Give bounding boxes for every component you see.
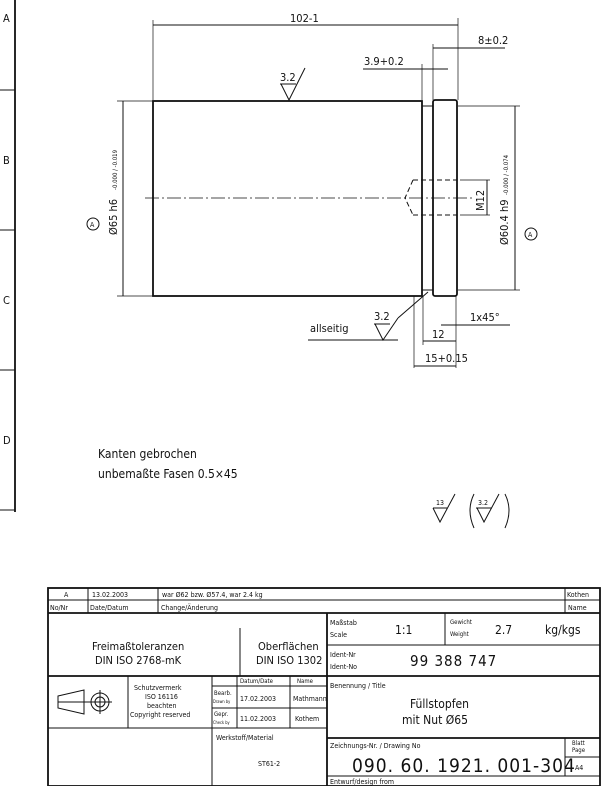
datum-left: A: [86, 217, 100, 231]
projection-symbol: [57, 689, 112, 715]
rev-no: A: [64, 591, 69, 599]
svg-text:Gewicht: Gewicht: [450, 619, 472, 626]
svg-text:Oberflächen: Oberflächen: [258, 640, 319, 653]
svg-text:3.2: 3.2: [478, 499, 488, 507]
general-roughness: 13 3.2: [432, 493, 510, 529]
svg-text:ISO 16116: ISO 16116: [145, 693, 178, 701]
design-from-label: Entwurf/design from: [330, 778, 394, 786]
svg-text:Benennung / Title: Benennung / Title: [330, 682, 386, 690]
svg-text:Werkstoff/Material: Werkstoff/Material: [216, 734, 274, 742]
rev-change: war Ø62 bzw. Ø57.4, war 2.4 kg: [162, 591, 263, 599]
roughness-symbol-top: 3.2: [280, 67, 306, 102]
svg-text:No/Nr: No/Nr: [50, 604, 68, 612]
svg-text:DIN ISO 2768-mK: DIN ISO 2768-mK: [95, 654, 182, 667]
svg-text:Maßstab: Maßstab: [330, 619, 357, 627]
dim-collar: 8±0.2: [478, 34, 508, 47]
svg-text:3.2: 3.2: [280, 71, 296, 84]
svg-text:Check by: Check by: [213, 720, 231, 725]
drawing-number: 090. 60. 1921. 001-304: [352, 755, 576, 777]
scale-value: 1:1: [395, 623, 412, 637]
svg-text:A: A: [90, 221, 95, 229]
dim-d65: Ø65 h6: [107, 199, 120, 235]
rev-name: Kothen: [567, 591, 589, 599]
title-line-1: Füllstopfen: [410, 697, 469, 711]
note-chamfers: unbemaßte Fasen 0.5×45: [98, 467, 238, 481]
svg-text:Scale: Scale: [330, 631, 347, 639]
rev-date: 13.02.2003: [92, 591, 128, 599]
svg-text:Drawn by: Drawn by: [213, 699, 231, 704]
thread-label: M12: [474, 190, 487, 211]
note-edges: Kanten gebrochen: [98, 447, 197, 461]
part-outline: [145, 99, 472, 297]
drawing-frame: A B C D: [0, 0, 16, 512]
dim-chamfer: 1x45°: [470, 311, 500, 324]
datum-right: A: [524, 227, 538, 241]
svg-text:kg/kgs: kg/kgs: [545, 623, 581, 637]
dim-d60-tolerance: -0.000 / -0.074: [503, 154, 510, 195]
checked-date: 11.02.2003: [240, 715, 276, 723]
svg-text:13: 13: [436, 499, 444, 507]
svg-text:Weight: Weight: [450, 631, 469, 638]
svg-text:Datum/Date: Datum/Date: [240, 678, 274, 685]
svg-text:Blatt: Blatt: [572, 740, 585, 747]
dim-d60: Ø60.4 h9: [498, 199, 511, 245]
allseitig-label: allseitig: [310, 322, 348, 335]
svg-text:Change/Änderung: Change/Änderung: [161, 603, 218, 612]
svg-text:Bearb.: Bearb.: [214, 690, 232, 697]
drawn-date: 17.02.2003: [240, 695, 276, 703]
dim-length: 102-1: [290, 12, 319, 25]
title-line-2: mit Nut Ø65: [402, 713, 468, 727]
svg-text:Ident-Nr: Ident-Nr: [330, 651, 356, 659]
material-value: ST61-2: [258, 760, 280, 768]
ident-value: 99 388 747: [410, 652, 497, 670]
svg-text:3.2: 3.2: [374, 310, 390, 323]
drawn-name: Mathmann: [293, 695, 327, 703]
zone-c: C: [3, 294, 10, 307]
svg-text:Date/Datum: Date/Datum: [90, 604, 128, 612]
svg-text:Page: Page: [572, 747, 586, 754]
svg-text:beachten: beachten: [147, 702, 177, 710]
dimensions: 102-1 8±0.2 3.9+0.2 3.2 Ø65 h6 -0.000 / …: [86, 12, 538, 529]
zone-d: D: [3, 434, 11, 447]
svg-text:Ident-No: Ident-No: [330, 663, 357, 671]
svg-text:Name: Name: [568, 604, 587, 612]
svg-text:Gepr.: Gepr.: [214, 711, 229, 718]
svg-text:Zeichnungs-Nr. / Drawing No: Zeichnungs-Nr. / Drawing No: [330, 742, 421, 750]
svg-text:DIN ISO 1302: DIN ISO 1302: [256, 654, 322, 667]
title-block: A 13.02.2003 war Ø62 bzw. Ø57.4, war 2.4…: [47, 587, 601, 786]
zone-b: B: [3, 154, 10, 167]
dim-12: 12: [432, 328, 445, 341]
svg-text:A: A: [528, 231, 533, 239]
dim-d65-tolerance: -0.000 / -0.019: [112, 149, 119, 190]
svg-text:Name: Name: [297, 678, 314, 685]
dim-groove: 3.9+0.2: [364, 55, 404, 68]
svg-text:Schutzvermerk: Schutzvermerk: [134, 684, 182, 692]
zone-a: A: [3, 12, 10, 25]
svg-text:Freimaßtoleranzen: Freimaßtoleranzen: [92, 640, 184, 653]
dim-15: 15+0.15: [425, 352, 468, 365]
svg-text:Copyright reserved: Copyright reserved: [130, 711, 190, 719]
weight-value: 2.7: [495, 623, 512, 637]
page-format: A4: [575, 764, 583, 772]
checked-name: Kothem: [295, 715, 319, 723]
